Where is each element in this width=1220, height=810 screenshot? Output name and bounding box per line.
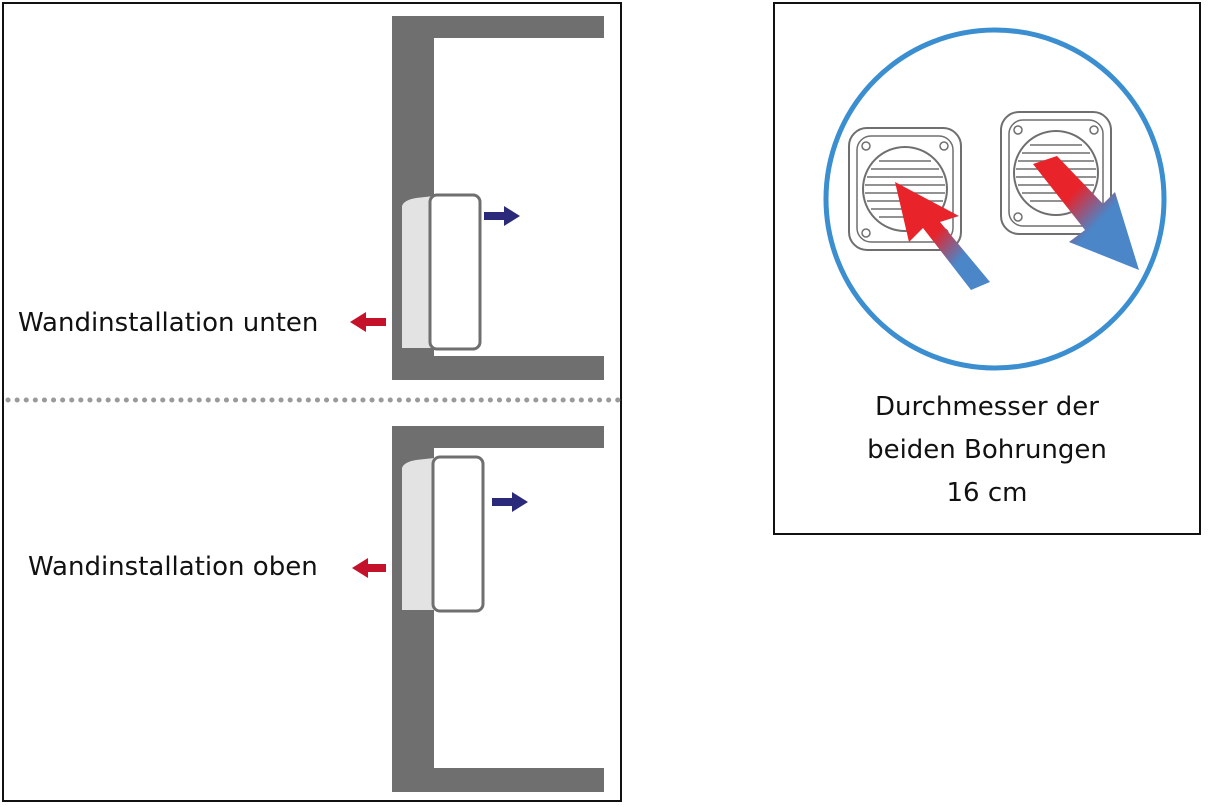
installation-panel: Wandinstallation unten Wandinstallation … [2,2,623,802]
vent-diagram [823,27,1167,371]
wall-top-beam [392,16,604,38]
ac-unit-icon [402,193,482,351]
caption-diameter-value: 16 cm [946,478,1028,508]
arrow-left-icon [352,558,386,578]
wall-top-beam [392,426,604,448]
arrow-left-icon [350,312,386,332]
label-wall-install-upper: Wandinstallation oben [28,552,318,582]
ac-unit-icon [402,455,485,613]
airflow-intake-arrow-icon [895,182,990,290]
airflow-exhaust-arrow-icon [1033,156,1139,270]
caption-line-2: beiden Bohrungen [867,435,1107,465]
installation-diagram [5,16,623,792]
drill-holes-panel: Durchmesser der beiden Bohrungen 16 cm [773,2,1201,535]
caption-line-1: Durchmesser der [875,392,1099,422]
unit-front-panel [428,193,482,351]
arrow-right-icon [484,206,520,226]
unit-back-body [402,196,434,348]
wall-bottom-beam [392,356,604,380]
wall-bottom-beam [392,768,604,792]
label-wall-install-lower: Wandinstallation unten [18,308,319,338]
unit-back-body [402,458,434,610]
arrow-right-icon [492,492,528,512]
unit-front-panel [431,455,485,613]
